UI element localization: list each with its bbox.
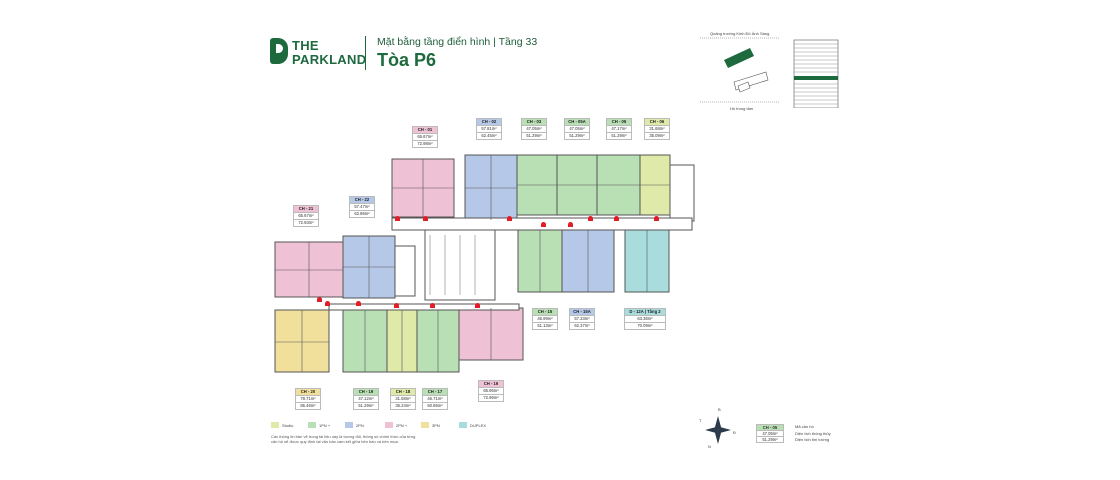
- location-map: [700, 37, 780, 103]
- compass-n: B: [718, 407, 721, 412]
- entry-marker: [423, 216, 428, 221]
- entry-marker: [614, 216, 619, 221]
- legend-swatch: [421, 422, 429, 428]
- entry-marker: [395, 216, 400, 221]
- entry-marker: [475, 303, 480, 308]
- legend-swatch: [271, 422, 279, 428]
- entry-marker: [394, 303, 399, 308]
- compass-icon: [705, 416, 731, 444]
- legend-swatch: [308, 422, 316, 428]
- logo-text-line1: THE: [292, 38, 319, 53]
- entry-marker: [568, 222, 573, 227]
- legend-swatch: [345, 422, 353, 428]
- legend-item: 2PN: [345, 422, 364, 428]
- legend-swatch: [459, 422, 467, 428]
- stair-core-west: [394, 245, 416, 297]
- compass-s: N: [708, 444, 711, 449]
- compass-w: T: [699, 418, 702, 423]
- legend-swatch: [385, 422, 393, 428]
- legend-item: 1PN +: [308, 422, 330, 428]
- legend-item: Studio: [271, 422, 293, 428]
- floor-plan: [274, 154, 695, 373]
- legend-item: DUPLEX: [459, 422, 486, 428]
- tower-elevation: [793, 39, 839, 108]
- location-top-label: Quảng trường Kinh Đô Ánh Sáng: [710, 31, 770, 36]
- entry-marker: [317, 297, 322, 302]
- stair-core-east: [669, 164, 695, 222]
- entry-marker: [541, 222, 546, 227]
- legend-item: 3PN: [421, 422, 440, 428]
- key-label-net: Diện tích thông thủy: [795, 431, 831, 436]
- entry-marker: [507, 216, 512, 221]
- entry-marker: [588, 216, 593, 221]
- compass-e: Đ: [733, 430, 736, 435]
- logo-text-line2: PARKLAND: [292, 52, 367, 67]
- location-bottom-label: Hồ trung tâm: [730, 106, 754, 111]
- location-building-highlight: [724, 48, 754, 68]
- legend-key-card: CH - 05 47.05m² 51.29m²: [756, 424, 784, 443]
- entry-marker: [356, 301, 361, 306]
- key-label-code: Mã căn hộ: [795, 424, 814, 429]
- disclaimer-note: Các thông tin bản vẽ trong tài liệu này …: [271, 434, 416, 444]
- legend-item: 2PN +: [385, 422, 407, 428]
- entry-marker: [430, 303, 435, 308]
- header-divider: [365, 36, 366, 70]
- logo-icon: [270, 38, 288, 64]
- entry-marker: [325, 301, 330, 306]
- page-subtitle: Mặt bằng tầng điển hình | Tầng 33: [377, 36, 538, 48]
- corridor-south: [328, 303, 520, 311]
- key-label-gross: Diện tích tim tường: [795, 437, 830, 442]
- entry-marker: [654, 216, 659, 221]
- page-title: Tòa P6: [377, 50, 437, 70]
